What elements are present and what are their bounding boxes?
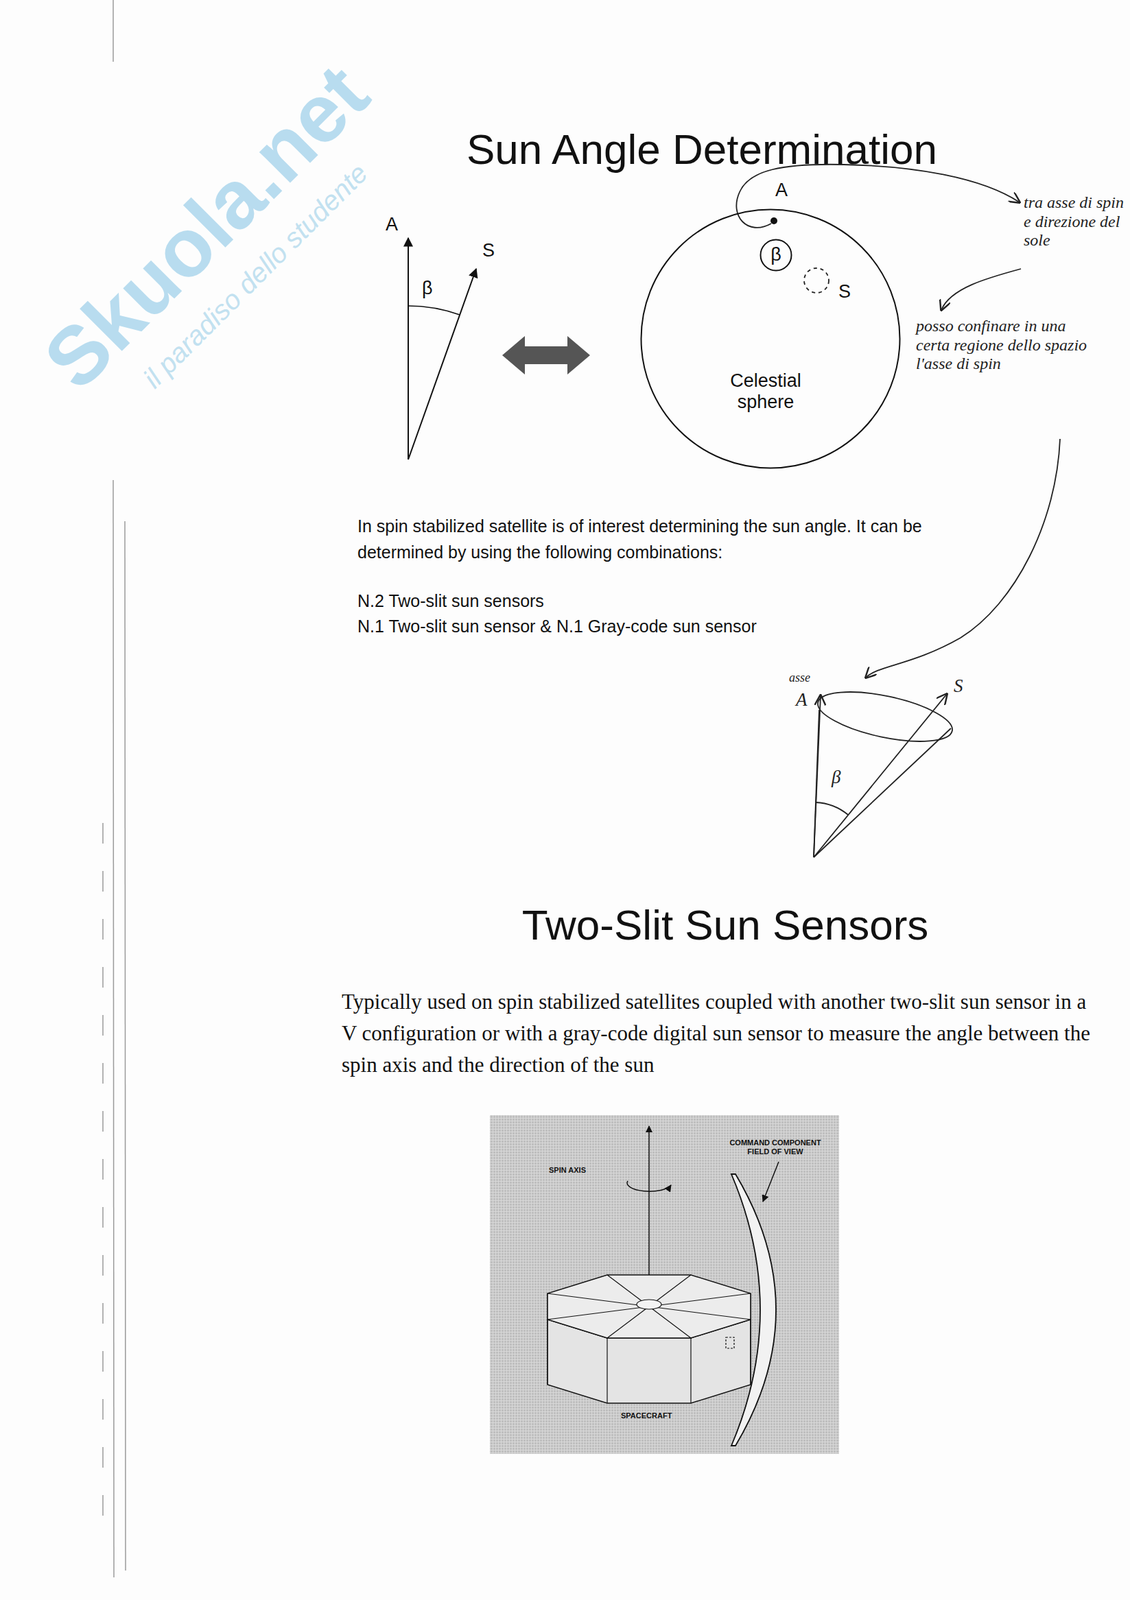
figure-label: SPIN AXIS	[548, 1166, 586, 1176]
page-title: Sun Angle Determination	[466, 124, 938, 174]
section-heading: Two-Slit Sun Sensors	[522, 900, 929, 950]
angle-label: β	[831, 767, 841, 789]
handwritten-note: posso confinare in una certa regione del…	[915, 316, 1102, 374]
figure-label: COMMAND COMPONENT FIELD OF VIEW	[727, 1138, 824, 1157]
vector-label: A	[795, 689, 808, 711]
vector-diagram	[408, 238, 477, 460]
angle-circle: β	[759, 238, 793, 272]
node-label: β	[759, 244, 793, 266]
cone-sketch	[813, 682, 957, 858]
list-item: N.2 Two-slit sun sensors	[357, 591, 545, 612]
body-paragraph: Typically used on spin stabilized satell…	[341, 986, 1104, 1082]
vector-label: S	[482, 240, 495, 262]
figure-label: SPACECRAFT	[620, 1411, 672, 1421]
sphere-marks	[736, 164, 1061, 678]
angle-label: β	[421, 277, 433, 300]
point-label: A	[775, 179, 788, 202]
handwritten-note: asse	[789, 671, 811, 686]
handwritten-note: tra asse di spin e direzione del sole	[1023, 193, 1124, 251]
scan-margin	[102, 0, 126, 1579]
body-paragraph: In spin stabilized satellite is of inter…	[357, 513, 982, 566]
equivalence-arrow	[502, 336, 591, 375]
vector-label: A	[385, 214, 398, 236]
list-item: N.1 Two-slit sun sensor & N.1 Gray-code …	[357, 616, 757, 637]
node-outline	[640, 208, 901, 470]
celestial-sphere: Celestial sphere β	[640, 208, 901, 470]
watermark-logo: Skuola.net	[25, 45, 387, 408]
vector-label: S	[953, 675, 964, 698]
point-label: S	[838, 281, 851, 303]
node-label: Celestial sphere	[714, 370, 818, 414]
spacecraft-figure	[489, 1115, 840, 1455]
